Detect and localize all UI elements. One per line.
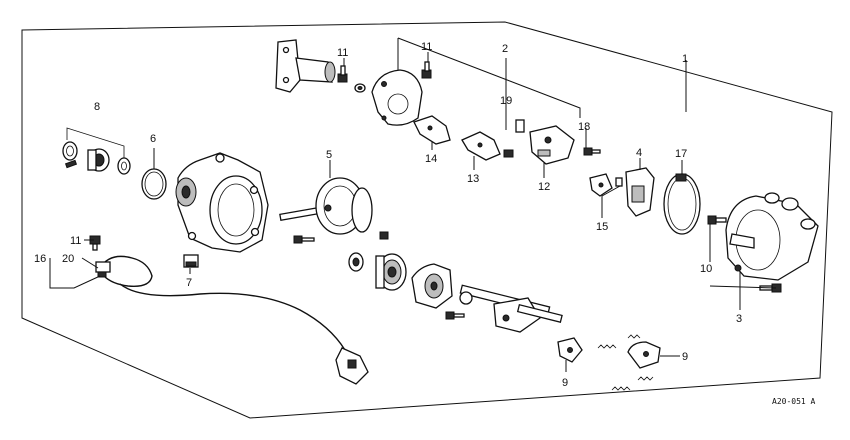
- harness-16: [95, 255, 369, 385]
- bearing: [375, 253, 407, 291]
- callout-11-harness: 11: [70, 235, 81, 247]
- callout-11-top-right: 11: [421, 41, 432, 53]
- callout-6: 6: [150, 133, 156, 145]
- callout-5: 5: [326, 149, 332, 161]
- clamp-ring-17: [663, 173, 701, 235]
- callout-4: 4: [636, 147, 642, 159]
- clamp-14: [413, 115, 451, 145]
- callout-9-left: 9: [562, 377, 568, 389]
- vacuum-advance-5: [279, 177, 373, 235]
- callout-8: 8: [94, 101, 100, 113]
- screw-vacuum-a: [293, 235, 315, 244]
- callout-15: 15: [596, 221, 608, 233]
- clip-15: [589, 173, 623, 197]
- callout-7: 7: [186, 277, 192, 289]
- spring-lower: [611, 376, 654, 391]
- callout-1: 1: [682, 53, 688, 65]
- seal-8: [62, 141, 78, 169]
- callout-11-top-left: 11: [337, 47, 348, 59]
- callout-17: 17: [675, 148, 687, 160]
- assembly-frame: [21, 21, 833, 419]
- screw-10a: [707, 215, 727, 225]
- callout-14: 14: [425, 153, 437, 165]
- screw-shaft: [445, 311, 465, 320]
- callout-10: 10: [700, 263, 712, 275]
- connector-7: [183, 254, 199, 268]
- bearing-plate: [411, 263, 453, 309]
- callout-16: 16: [34, 253, 46, 265]
- callout-2: 2: [502, 43, 508, 55]
- distributor-shaft: [459, 284, 563, 333]
- reference-code: A20-051 A: [772, 397, 816, 406]
- seal-bearing-small: [348, 252, 364, 272]
- screw-11b: [421, 61, 432, 79]
- screw-19: [503, 119, 525, 158]
- igniter-module-12: [529, 125, 575, 165]
- weight-9a: [557, 337, 583, 363]
- weight-9b: [627, 341, 661, 369]
- screw-11a: [337, 65, 348, 83]
- o-ring-6: [141, 168, 167, 200]
- distributor-cap-3: [725, 192, 819, 281]
- callout-18: 18: [578, 121, 590, 133]
- spring-upper: [597, 334, 641, 349]
- breaker-plate: [371, 69, 423, 126]
- callout-19: 19: [500, 95, 512, 107]
- washer-11a: [354, 83, 366, 93]
- bushing-8: [87, 148, 110, 172]
- callout-20: 20: [62, 253, 74, 265]
- distributor-housing: [175, 152, 269, 253]
- callout-3: 3: [736, 313, 742, 325]
- callout-12: 12: [538, 181, 550, 193]
- mounting-bracket: [275, 39, 336, 93]
- callout-13: 13: [467, 173, 479, 185]
- clamp-13: [461, 131, 501, 161]
- screw-11c: [89, 235, 101, 251]
- screw-vacuum-b: [379, 231, 389, 240]
- callout-9-right: 9: [682, 351, 688, 363]
- leader-lines: [49, 37, 777, 372]
- screw-18: [583, 147, 601, 156]
- rotor-contact-4: [625, 167, 655, 217]
- washer-8: [117, 157, 131, 175]
